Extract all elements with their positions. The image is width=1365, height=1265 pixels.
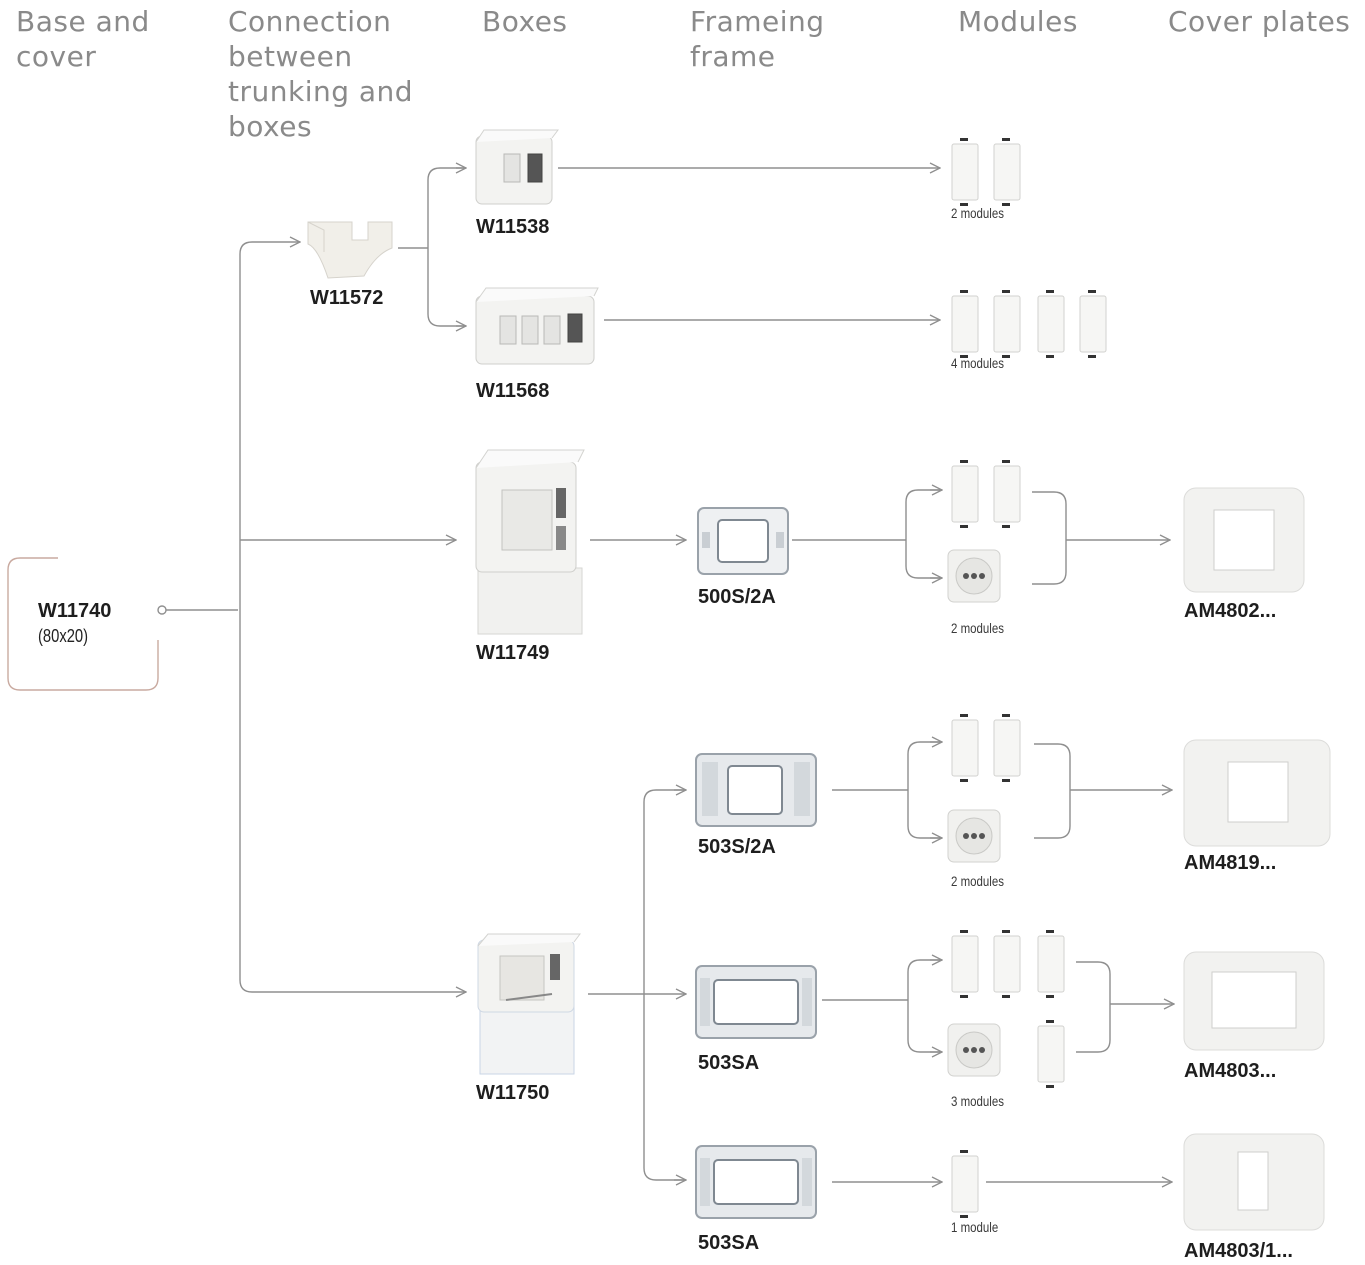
- frame-503sa-2-code: 503SA: [698, 1232, 760, 1254]
- box-w11749-image: [475, 449, 585, 635]
- modules-label-5: 3 modules: [951, 1093, 1004, 1109]
- module-blank: [993, 714, 1021, 782]
- frame-503sa-2-image: [695, 1145, 817, 1219]
- module-blank: [993, 138, 1021, 206]
- cover-am4803-1-code: AM4803/1...: [1184, 1240, 1293, 1262]
- module-blank: [951, 290, 979, 358]
- modules-label-1: 2 modules: [951, 205, 1004, 221]
- module-blank: [993, 930, 1021, 998]
- module-blank: [951, 1150, 979, 1218]
- base-size: (80x20): [38, 626, 89, 646]
- module-blank: [1079, 290, 1107, 358]
- box-w11538-image: [475, 129, 559, 205]
- frame-500s2a-image: [697, 507, 789, 575]
- header-modules: Modules: [958, 5, 1078, 38]
- frame-503s2a-code: 503S/2A: [698, 836, 776, 858]
- module-blank: [951, 138, 979, 206]
- modules-label-4: 2 modules: [951, 873, 1004, 889]
- frame-503s2a-image: [695, 753, 817, 827]
- box-w11750-image: [477, 933, 581, 1075]
- frame-503sa-image: [695, 965, 817, 1039]
- socket-module: [947, 809, 1001, 863]
- module-blank: [951, 460, 979, 528]
- frame-500s2a-code: 500S/2A: [698, 586, 776, 608]
- cover-am4803-image: [1183, 951, 1325, 1051]
- frame-503sa-code: 503SA: [698, 1052, 760, 1074]
- module-blank: [951, 930, 979, 998]
- socket-module: [947, 1023, 1001, 1077]
- modules-label-3: 2 modules: [951, 620, 1004, 636]
- cover-am4802-image: [1183, 487, 1305, 593]
- header-boxes: Boxes: [482, 5, 568, 38]
- box-w11749-code: W11749: [476, 642, 550, 664]
- cover-am4819-code: AM4819...: [1184, 852, 1277, 874]
- box-w11538-code: W11538: [476, 216, 550, 238]
- cover-am4819-image: [1183, 739, 1331, 847]
- module-blank: [951, 714, 979, 782]
- module-blank: [993, 290, 1021, 358]
- box-w11568-image: [475, 287, 599, 365]
- modules-label-6: 1 module: [951, 1219, 999, 1235]
- base-code: W11740: [38, 600, 112, 622]
- cover-am4802-code: AM4802...: [1184, 600, 1277, 622]
- cover-am4803-1-image: [1183, 1133, 1325, 1231]
- module-blank: [1037, 290, 1065, 358]
- socket-module: [947, 549, 1001, 603]
- cover-am4803-code: AM4803...: [1184, 1060, 1277, 1082]
- module-blank: [1037, 930, 1065, 998]
- box-w11568-code: W11568: [476, 380, 550, 402]
- header-cover-plates: Cover plates: [1168, 5, 1351, 38]
- module-blank: [993, 460, 1021, 528]
- module-blank: [1037, 1020, 1065, 1088]
- box-w11750-code: W11750: [476, 1082, 550, 1104]
- connector-image: [307, 221, 393, 279]
- connector-code: W11572: [310, 287, 384, 309]
- modules-label-2: 4 modules: [951, 355, 1004, 371]
